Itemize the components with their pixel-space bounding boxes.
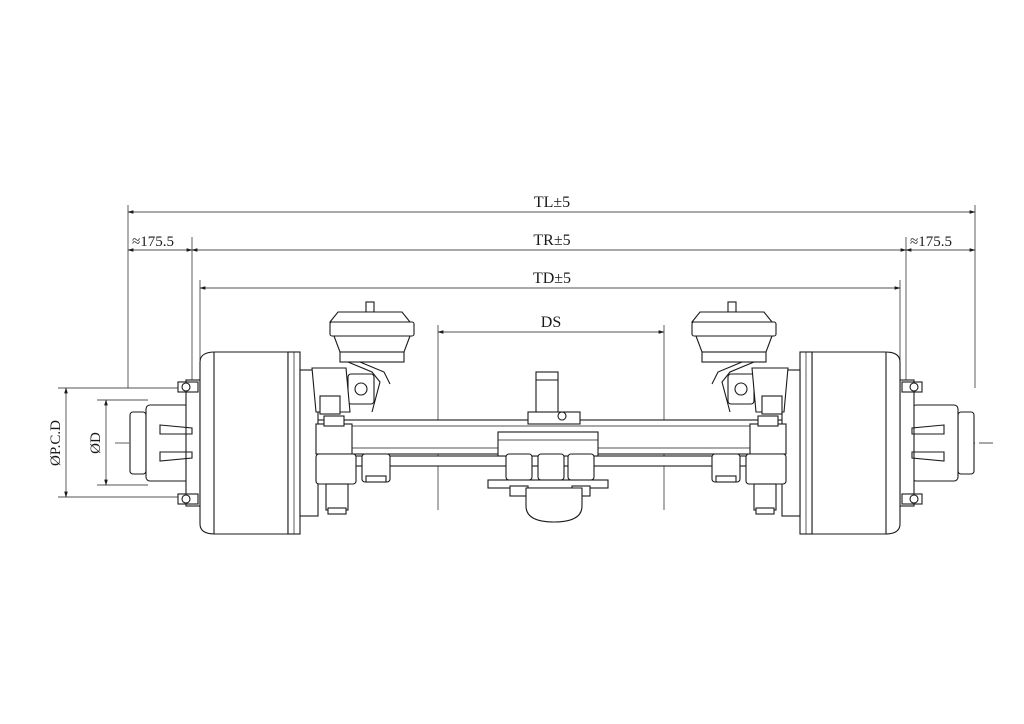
ds-label: DS: [541, 314, 561, 331]
right-wheel-end: [781, 351, 975, 535]
pcd-label: ØP.C.D: [48, 420, 64, 466]
dimension-labels: TL±5 TR±5 TD±5 DS ≈175.5 ≈175.5 ØP.C.D Ø…: [48, 194, 952, 466]
left-offset-label: ≈175.5: [132, 234, 174, 250]
right-offset-label: ≈175.5: [910, 234, 952, 250]
right-brake-chamber: [690, 301, 789, 515]
left-wheel-end: [129, 351, 319, 535]
center-bracket: [487, 371, 609, 523]
tr-label: TR±5: [533, 232, 570, 249]
d-label: ØD: [88, 432, 104, 454]
dimension-lines: [64, 210, 976, 498]
td-label: TD±5: [533, 270, 571, 287]
tl-label: TL±5: [534, 194, 570, 211]
left-brake-chamber: [311, 301, 415, 515]
